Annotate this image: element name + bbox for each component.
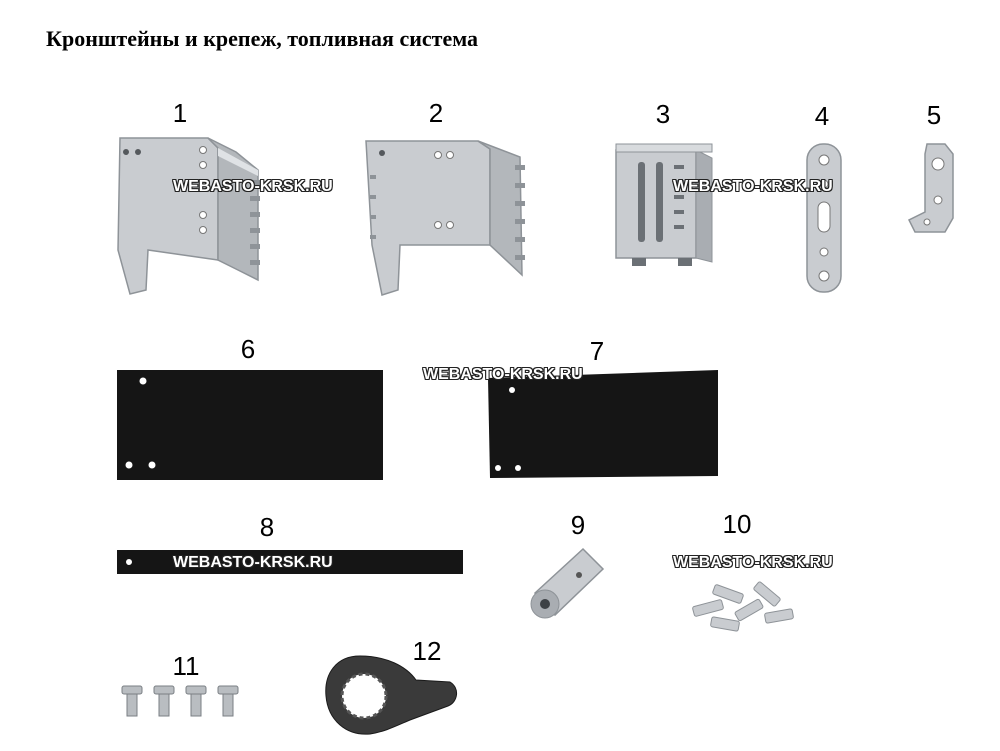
mounting-strip-image — [806, 143, 842, 293]
part-number-4: 4 — [814, 101, 830, 131]
spline-wrench-image — [325, 655, 457, 735]
black-strip-image — [117, 550, 463, 574]
watermark-2: WEBASTO-KRSK.RU — [673, 178, 833, 195]
part-number-10: 10 — [722, 509, 752, 539]
part-number-6: 6 — [240, 334, 256, 364]
black-plate-6-image — [117, 370, 383, 480]
watermark-3: WEBASTO-KRSK.RU — [423, 366, 583, 383]
screw-set-10-image — [692, 581, 794, 632]
bracket-3-image — [615, 143, 713, 266]
bracket-1-image — [117, 137, 260, 295]
part-number-1: 1 — [172, 98, 188, 128]
part-number-9: 9 — [570, 510, 586, 540]
black-plate-7-image — [488, 370, 718, 478]
part-number-2: 2 — [428, 98, 444, 128]
bracket-2-image — [365, 140, 525, 296]
watermark-1: WEBASTO-KRSK.RU — [173, 178, 333, 195]
angle-bracket-image — [907, 143, 954, 233]
screw-set-11-image — [121, 685, 239, 717]
part-number-11: 11 — [172, 651, 200, 681]
part-number-12: 12 — [412, 636, 442, 666]
watermark-4: WEBASTO-KRSK.RU — [173, 554, 333, 571]
part-number-7: 7 — [589, 336, 605, 366]
part-number-8: 8 — [259, 512, 275, 542]
spacer-sleeve-image — [530, 547, 605, 619]
part-number-5: 5 — [926, 100, 942, 130]
part-number-3: 3 — [655, 99, 671, 129]
watermark-5: WEBASTO-KRSK.RU — [673, 554, 833, 571]
page-title: Кронштейны и крепеж, топливная система — [46, 26, 479, 51]
